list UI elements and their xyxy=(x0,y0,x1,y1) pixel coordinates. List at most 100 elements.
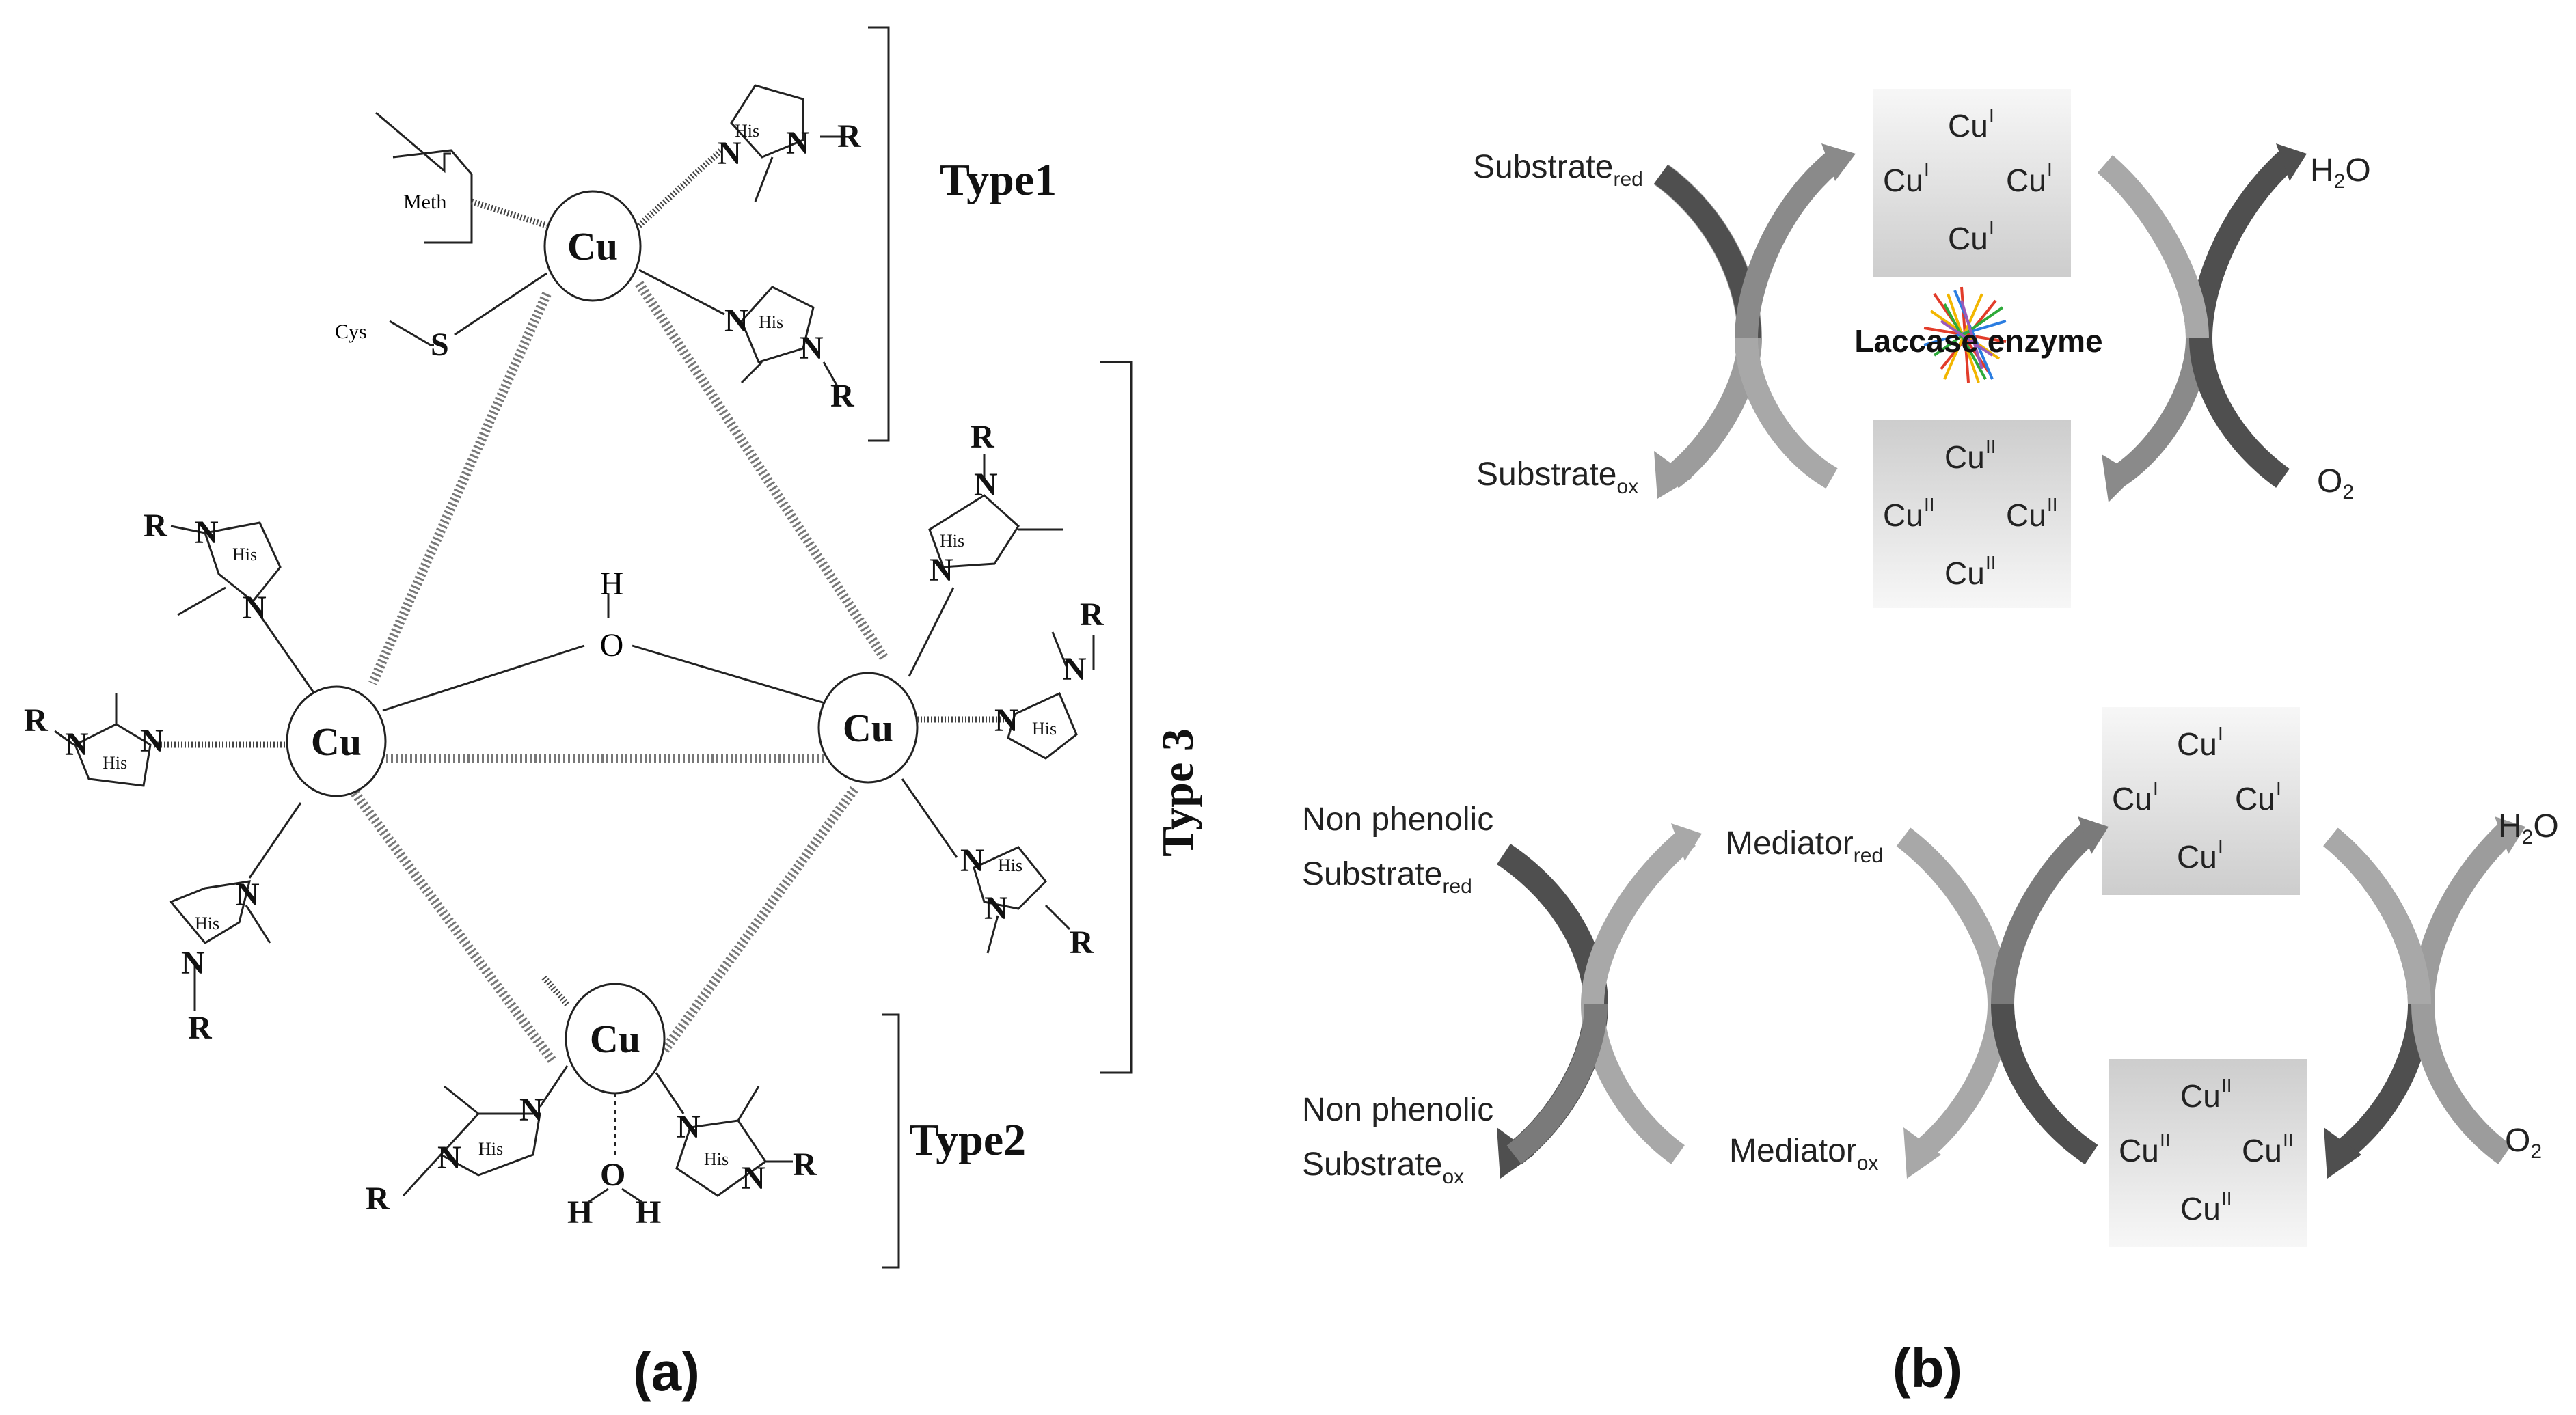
non-phenolic-red-line2: Substratered xyxy=(1302,856,1472,898)
panel-b-label: (b) xyxy=(1893,1338,1962,1399)
svg-text:R: R xyxy=(1080,596,1104,633)
type1-ligand-bonds xyxy=(375,111,725,346)
svg-text:Cu: Cu xyxy=(2177,839,2217,875)
top-right-arrows xyxy=(2097,143,2307,502)
svg-text:Cu: Cu xyxy=(2177,726,2217,762)
cu-atoms xyxy=(286,190,919,1095)
mediator-ox: Mediatorox xyxy=(1729,1133,1878,1174)
sulfur-atom: S xyxy=(431,327,449,363)
svg-text:R: R xyxy=(830,378,855,414)
svg-text:N: N xyxy=(718,135,742,171)
svg-text:II: II xyxy=(2047,494,2058,515)
svg-text:I: I xyxy=(1924,159,1929,180)
svg-text:I: I xyxy=(1989,105,1994,126)
bottom-cross3-arrows xyxy=(2323,816,2525,1179)
svg-text:N: N xyxy=(677,1109,701,1145)
enzyme-label: Laccase enzyme xyxy=(1854,323,2102,359)
cu-label-right: Cu xyxy=(843,706,893,750)
panel-a-label: (a) xyxy=(633,1341,700,1402)
bracket-type3 xyxy=(1100,361,1133,1074)
svg-text:Cu: Cu xyxy=(1883,497,1923,533)
type2-label: Type2 xyxy=(909,1115,1026,1165)
svg-text:His: His xyxy=(1032,719,1057,739)
meth-label: Meth xyxy=(403,191,446,213)
cu-type3-right xyxy=(817,672,919,784)
svg-text:N: N xyxy=(519,1092,543,1128)
svg-text:His: His xyxy=(704,1149,729,1169)
h2o-top: H2O xyxy=(2310,152,2371,193)
bottom-cross1-arrows xyxy=(1496,823,1702,1179)
bond-cuR-cu2 xyxy=(659,786,858,1056)
type1-label: Type1 xyxy=(940,155,1057,205)
svg-text:N: N xyxy=(181,945,205,981)
svg-text:N: N xyxy=(984,890,1008,926)
svg-text:His: His xyxy=(735,121,759,141)
cu-label-left: Cu xyxy=(311,719,362,764)
bottom-cross2-arrows xyxy=(1896,816,2109,1179)
substrate-ox-top: Substrateox xyxy=(1476,456,1638,498)
svg-text:II: II xyxy=(1924,494,1935,515)
cu-cluster-reduced-top xyxy=(1873,89,2071,277)
svg-text:Cu: Cu xyxy=(2119,1133,2159,1168)
svg-text:N: N xyxy=(437,1140,461,1176)
svg-text:His: His xyxy=(940,531,964,551)
mediator-red: Mediatorred xyxy=(1726,825,1883,867)
bridge-hydrogen: H xyxy=(600,566,624,602)
svg-text:Cu: Cu xyxy=(1948,108,1988,143)
svg-text:N: N xyxy=(800,330,824,366)
svg-text:II: II xyxy=(2283,1129,2294,1151)
svg-text:R: R xyxy=(971,419,995,455)
svg-text:R: R xyxy=(144,508,168,544)
bond-cuL-cu2 xyxy=(348,786,558,1066)
svg-text:I: I xyxy=(2047,159,2052,180)
svg-text:Cu: Cu xyxy=(2242,1133,2282,1168)
svg-text:II: II xyxy=(1985,552,1996,573)
svg-text:I: I xyxy=(2153,778,2158,799)
svg-text:I: I xyxy=(2276,778,2281,799)
svg-text:Cu: Cu xyxy=(2112,781,2152,816)
svg-text:N: N xyxy=(960,842,984,879)
hydroxo-bridge-bonds xyxy=(382,594,828,712)
bracket-type2 xyxy=(882,1013,900,1269)
svg-text:Cu: Cu xyxy=(2006,497,2046,533)
ligand-atoms: N N R His N N R His R N N His R N N His … xyxy=(24,118,1104,1231)
cu-cu-interactions xyxy=(348,281,889,1066)
svg-text:N: N xyxy=(994,702,1018,739)
svg-text:R: R xyxy=(1070,924,1094,961)
svg-text:N: N xyxy=(1063,651,1087,687)
svg-text:His: His xyxy=(998,855,1022,875)
svg-text:II: II xyxy=(2221,1187,2232,1209)
svg-text:R: R xyxy=(188,1010,213,1046)
top-left-arrows xyxy=(1653,143,1856,499)
non-phenolic-ox-line2: Substrateox xyxy=(1302,1146,1464,1188)
svg-text:Cu: Cu xyxy=(2180,1078,2221,1114)
cu-type3-left xyxy=(286,685,387,797)
non-phenolic-ox-line1: Non phenolic xyxy=(1302,1092,1493,1128)
panel-a-copper-site-structure: Cu Cu Cu Cu O H Meth Cys S xyxy=(24,26,1203,1402)
svg-text:His: His xyxy=(478,1139,503,1159)
o2-top: O2 xyxy=(2317,463,2354,504)
svg-text:N: N xyxy=(742,1160,765,1196)
cu-type1 xyxy=(543,190,642,302)
svg-text:Cu: Cu xyxy=(1948,221,1988,256)
imidazole-rings xyxy=(54,84,1095,1197)
svg-text:R: R xyxy=(366,1181,390,1217)
non-phenolic-red-line1: Non phenolic xyxy=(1302,801,1493,838)
cys-label: Cys xyxy=(335,320,367,343)
bridge-oxygen: O xyxy=(600,627,624,663)
cu-cluster-oxidized-top xyxy=(1873,420,2071,608)
h2o-bottom: H2O xyxy=(2498,808,2559,849)
svg-text:N: N xyxy=(930,552,953,588)
svg-text:N: N xyxy=(974,467,998,503)
svg-text:R: R xyxy=(793,1146,817,1183)
o2-bottom: O2 xyxy=(2505,1123,2542,1163)
svg-text:N: N xyxy=(140,723,164,759)
svg-text:Cu: Cu xyxy=(1883,163,1923,198)
svg-text:Cu: Cu xyxy=(1944,439,1985,475)
